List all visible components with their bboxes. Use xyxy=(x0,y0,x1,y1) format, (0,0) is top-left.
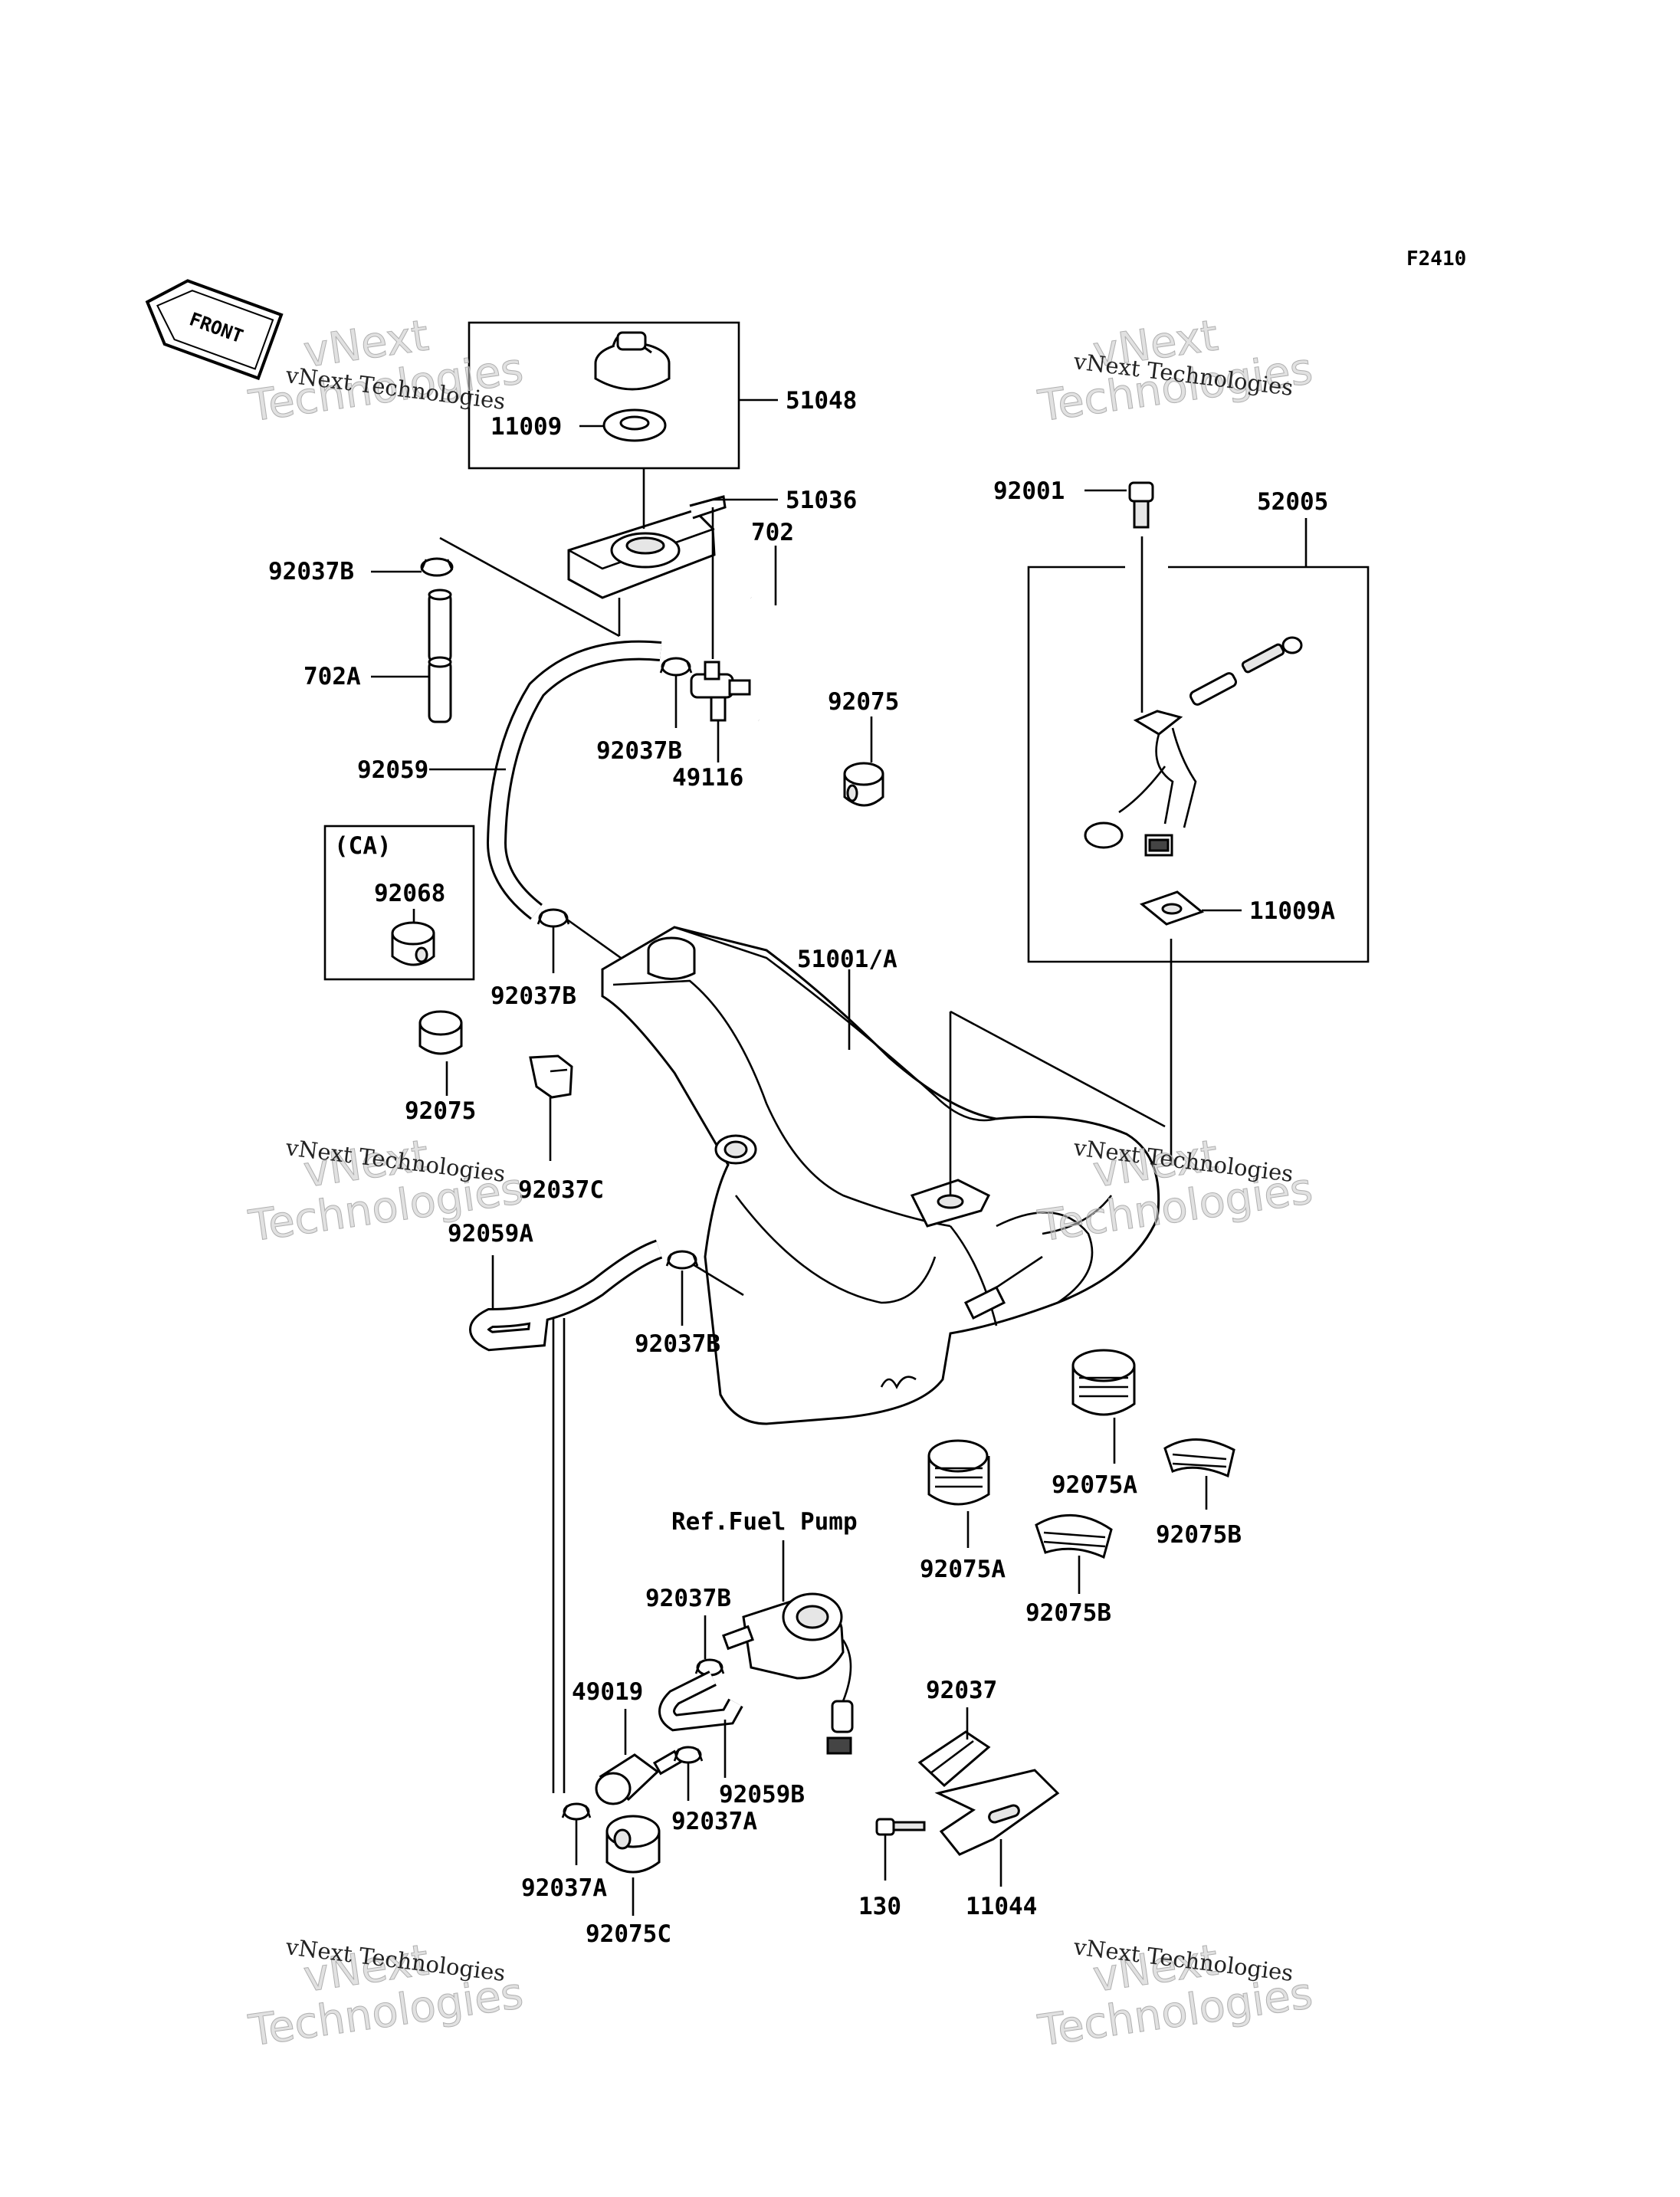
label-52005: 52005 xyxy=(1257,488,1328,516)
front-arrow-icon: FRONT xyxy=(145,279,284,381)
label-92037: 92037 xyxy=(926,1677,997,1704)
label-92037c: 92037C xyxy=(518,1176,604,1204)
label-92075-top: 92075 xyxy=(828,688,899,716)
label-51001a: 51001/A xyxy=(797,946,897,973)
label-92037b-left: 92037B xyxy=(491,982,576,1010)
label-92075b-mid: 92075B xyxy=(1025,1599,1111,1627)
label-702a: 702A xyxy=(304,663,361,690)
hose-clamp-92037a-left xyxy=(561,1802,592,1821)
grommet-left xyxy=(418,1010,463,1055)
bolt-130 xyxy=(875,1818,926,1836)
label-92037b-pump: 92037B xyxy=(645,1585,731,1612)
svg-text:vNext: vNext xyxy=(300,311,431,378)
damper-92075b-mid xyxy=(1035,1513,1113,1559)
fuel-filter xyxy=(595,1749,683,1805)
band-92037 xyxy=(917,1730,991,1788)
bracket-11044 xyxy=(934,1769,1060,1856)
label-92075a-left: 92075A xyxy=(920,1556,1006,1583)
cap-assembly-box xyxy=(468,321,740,470)
gasket-11009a xyxy=(1139,890,1205,926)
fuel-level-sender xyxy=(1084,636,1303,857)
hose-clamp-low xyxy=(665,1250,699,1270)
label-92001: 92001 xyxy=(993,477,1065,505)
label-92059: 92059 xyxy=(357,756,428,784)
fuel-cap xyxy=(594,331,671,391)
hose-clamp-left xyxy=(536,908,570,928)
label-49116: 49116 xyxy=(672,764,743,792)
label-92037a-left: 92037A xyxy=(521,1874,607,1902)
label-51036: 51036 xyxy=(786,487,857,514)
grommet-92075c xyxy=(605,1815,661,1874)
label-92059a: 92059A xyxy=(448,1220,533,1248)
fuel-pump xyxy=(722,1592,854,1755)
label-11009: 11009 xyxy=(491,413,562,441)
screw-92001 xyxy=(1128,481,1154,529)
t-fitting xyxy=(690,661,751,722)
hose-clamp-top xyxy=(420,557,454,577)
label-92075a-right: 92075A xyxy=(1052,1471,1137,1499)
hose-clamp-92037a-mid xyxy=(673,1746,704,1764)
hose-clamp-mid xyxy=(659,657,693,677)
label-51048: 51048 xyxy=(786,387,857,415)
label-92075c: 92075C xyxy=(586,1920,671,1948)
damper-92075a-left xyxy=(927,1439,990,1506)
label-92037b-top: 92037B xyxy=(268,558,354,585)
label-11044: 11044 xyxy=(966,1893,1037,1920)
label-49019: 49019 xyxy=(572,1678,643,1706)
hose-clamp-pump xyxy=(694,1658,725,1677)
ca-grommet xyxy=(391,921,435,966)
sender-assembly-box xyxy=(1027,566,1370,963)
short-hose xyxy=(428,589,452,723)
watermark-top-left: vNext Technologies xyxy=(245,310,527,432)
clip-92037c xyxy=(529,1054,573,1099)
grommet-top xyxy=(843,762,884,807)
label-92068: 92068 xyxy=(374,880,445,907)
damper-92075a-right xyxy=(1071,1349,1136,1416)
watermark-bottom-left: vNext Technologies xyxy=(245,1935,527,2057)
label-92075b-right: 92075B xyxy=(1156,1521,1242,1549)
damper-92075b-right xyxy=(1163,1438,1235,1478)
label-92059b: 92059B xyxy=(719,1781,805,1808)
label-92037b-mid: 92037B xyxy=(596,737,682,765)
ca-label: (CA) xyxy=(334,832,392,860)
label-130: 130 xyxy=(858,1893,901,1920)
label-11009a: 11009A xyxy=(1249,897,1335,925)
label-92037a-mid: 92037A xyxy=(671,1808,757,1835)
filler-tray xyxy=(567,495,727,599)
watermark-bottom-right: vNext Technologies xyxy=(1035,1935,1316,2057)
cap-gasket xyxy=(602,408,667,442)
label-702: 702 xyxy=(751,519,794,546)
ref-fuel-pump: Ref.Fuel Pump xyxy=(671,1508,858,1536)
label-92037b-low: 92037B xyxy=(635,1330,720,1358)
ca-variant-box xyxy=(323,825,475,981)
diagram-code: F2410 xyxy=(1406,248,1466,271)
label-92075-left: 92075 xyxy=(405,1097,476,1125)
